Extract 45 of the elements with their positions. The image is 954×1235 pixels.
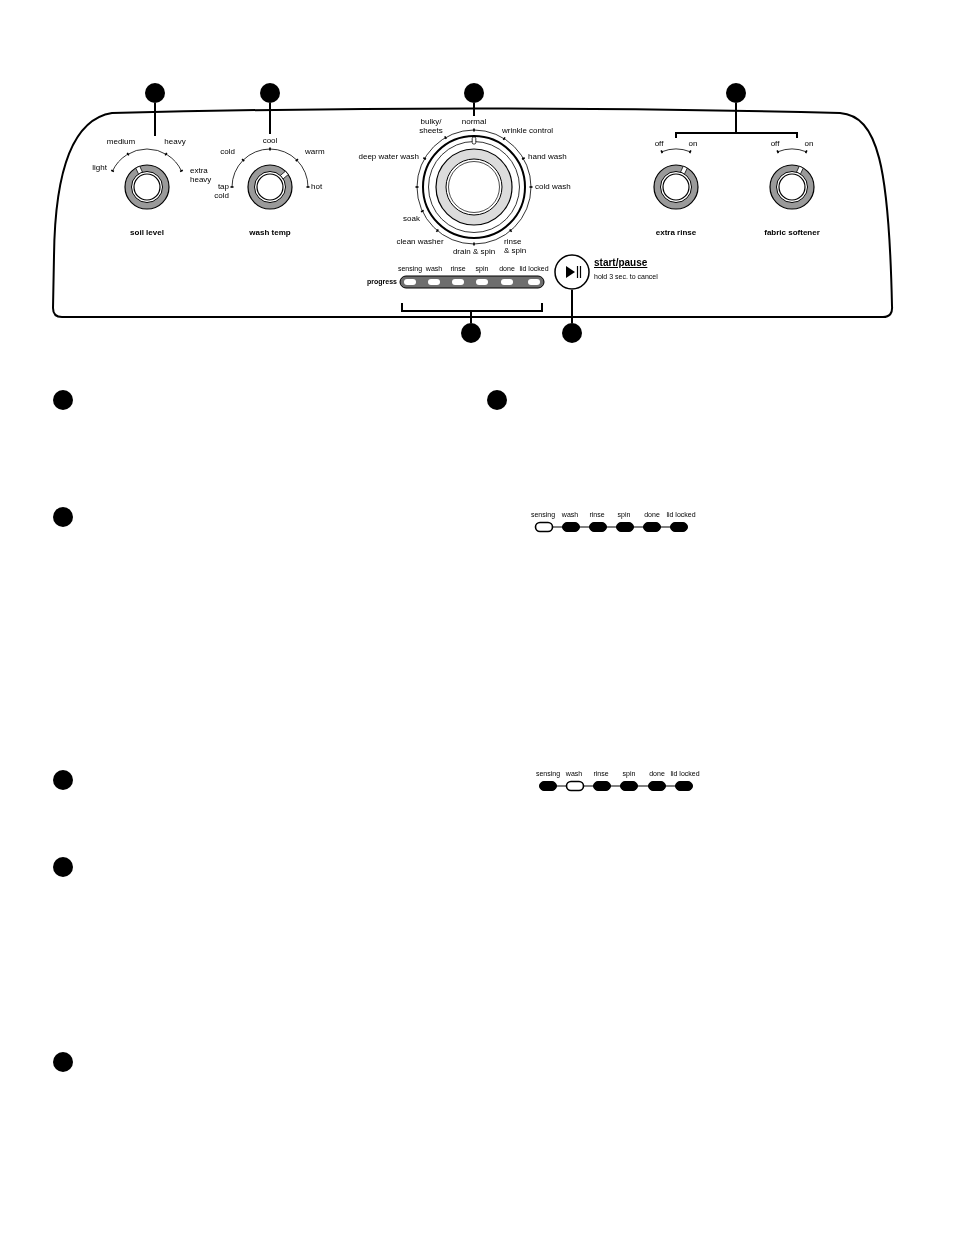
- cycle-label: drain & spin: [452, 248, 496, 257]
- leader-line: [401, 302, 543, 324]
- knob-label: extra rinse: [655, 229, 697, 238]
- leader-line: [735, 102, 798, 139]
- callout-dot-icon: [145, 83, 165, 103]
- cycle-label: rinse & spin: [504, 238, 528, 256]
- dial-setting-label: cool: [262, 137, 278, 146]
- dial-setting-label: on: [804, 140, 814, 149]
- dial-setting-label: medium: [106, 138, 136, 147]
- cycle-label: cold wash: [535, 183, 571, 192]
- knob-label: wash temp: [249, 229, 291, 238]
- dial-setting-label: heavy: [164, 138, 186, 147]
- button-label: start/pause: [594, 257, 648, 269]
- dial-setting-label: hot: [311, 183, 323, 192]
- dial-setting-label: light: [92, 164, 107, 173]
- cycle-label: wrinkle control: [502, 127, 554, 136]
- callout-dot-icon: [461, 323, 481, 343]
- dial-setting-label: tap cold: [214, 183, 229, 201]
- leader-line: [571, 289, 573, 324]
- callout-dot-icon: [260, 83, 280, 103]
- callout-dot-icon: [487, 390, 507, 410]
- dial-setting-label: on: [688, 140, 698, 149]
- cycle-label: deep water wash: [358, 153, 419, 162]
- callout-dot-icon: [53, 770, 73, 790]
- callout-dot-icon: [53, 507, 73, 527]
- cycle-label: soak: [403, 215, 420, 224]
- leader-line: [269, 102, 271, 135]
- cycle-label: normal: [461, 118, 487, 127]
- cycle-label: bulky/ sheets: [419, 118, 443, 136]
- callout-dot-icon: [562, 323, 582, 343]
- dial-setting-label: cold: [220, 148, 235, 157]
- knob-label: fabric softener: [764, 229, 820, 238]
- cycle-label: hand wash: [528, 153, 567, 162]
- cycle-label: clean washer: [396, 238, 444, 247]
- callout-dot-icon: [53, 1052, 73, 1072]
- callout-dot-icon: [464, 83, 484, 103]
- dial-setting-label: warm: [305, 148, 325, 157]
- callout-dot-icon: [53, 857, 73, 877]
- callout-dot-icon: [726, 83, 746, 103]
- callout-dot-icon: [53, 390, 73, 410]
- dial-setting-label: off: [770, 140, 780, 149]
- dial-setting-label: extra heavy: [190, 167, 212, 185]
- dial-setting-label: off: [654, 140, 664, 149]
- leader-line: [154, 102, 156, 137]
- knob-label: soil level: [130, 229, 164, 238]
